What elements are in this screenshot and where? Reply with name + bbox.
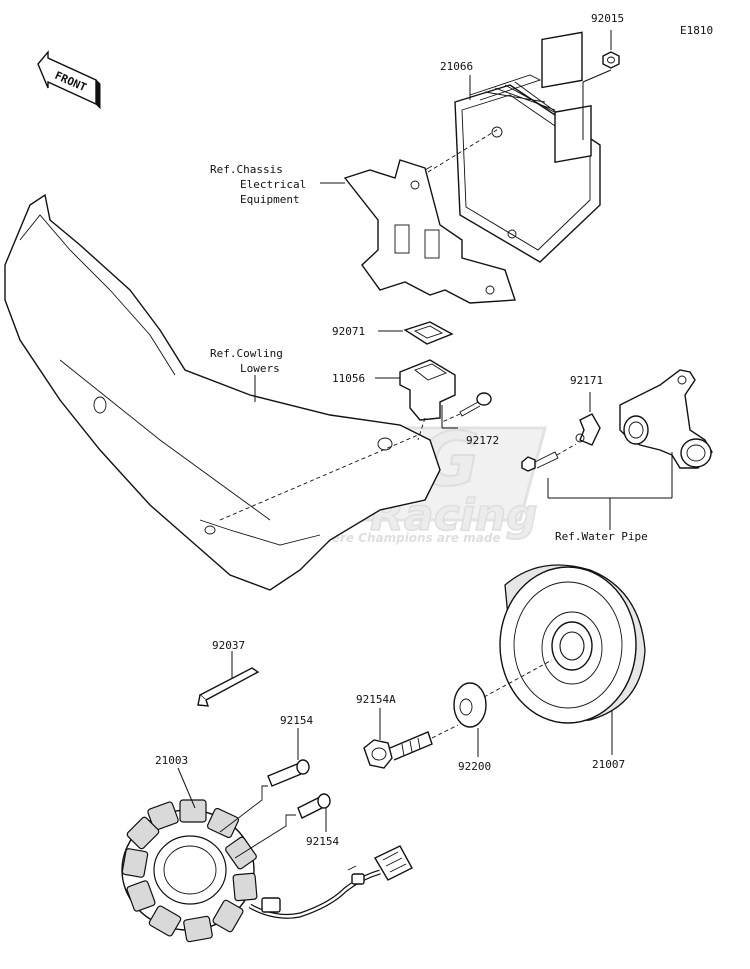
label-ref-cowling-1: Ref.Cowling xyxy=(210,347,283,360)
label-92200: 92200 xyxy=(458,760,491,773)
stator-coils xyxy=(121,799,258,943)
grommet-92071: 92071 xyxy=(332,321,454,345)
stator-21003: 21003 xyxy=(121,754,296,943)
label-92171: 92171 xyxy=(570,374,603,387)
flywheel-rotor-21007: 21007 xyxy=(499,564,646,771)
regulator-21066: 21066 xyxy=(440,31,612,263)
screw-92172: 92172 xyxy=(441,392,499,447)
front-arrow-icon: FRONT xyxy=(37,50,101,110)
label-92071: 92071 xyxy=(332,325,365,338)
label-92172: 92172 xyxy=(466,434,499,447)
label-21066: 21066 xyxy=(440,60,473,73)
clamp-92171: 92171 xyxy=(521,374,603,472)
stator-harness xyxy=(248,845,413,919)
label-ref-water-pipe: Ref.Water Pipe xyxy=(555,530,648,543)
bracket-11056: 11056 xyxy=(332,359,456,441)
water-pipe: Ref.Water Pipe xyxy=(547,369,713,543)
label-ref-cowling-2: Lowers xyxy=(240,362,280,375)
label-92154A: 92154A xyxy=(356,693,396,706)
chassis-bracket: Ref.Chassis Electrical Equipment xyxy=(210,127,516,304)
label-21007: 21007 xyxy=(592,758,625,771)
label-ref-chassis-2: Electrical xyxy=(240,178,306,191)
washer-92200: 92200 xyxy=(453,659,553,773)
label-ref-chassis-1: Ref.Chassis xyxy=(210,163,283,176)
label-21003: 21003 xyxy=(155,754,188,767)
label-ref-chassis-3: Equipment xyxy=(240,193,300,206)
watermark-tagline: Where Champions are made xyxy=(310,531,501,545)
label-11056: 11056 xyxy=(332,372,365,385)
label-92154-bottom: 92154 xyxy=(306,835,339,848)
label-92037: 92037 xyxy=(212,639,245,652)
cowling-lower: Ref.Cowling Lowers xyxy=(4,193,441,591)
nut-92015: 92015 xyxy=(591,12,624,69)
bolt-92154A: 92154A xyxy=(356,693,459,769)
bolt-92154-bottom: 92154 xyxy=(297,793,339,848)
label-92154-top: 92154 xyxy=(280,714,313,727)
clamp-92037: 92037 xyxy=(197,639,260,707)
label-92015: 92015 xyxy=(591,12,624,25)
diagram-code: E1810 xyxy=(680,24,713,37)
bolt-92154-top: 92154 xyxy=(267,714,313,787)
